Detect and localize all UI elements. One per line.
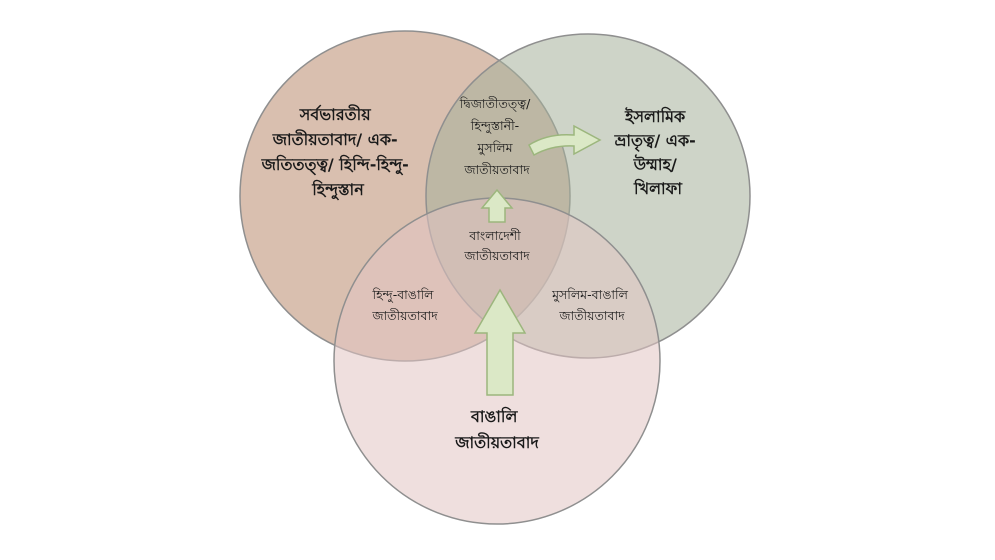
label-overlap-center: বাংলাদেশী জাতীয়তাবাদ: [463, 228, 530, 263]
label-overlap-left-bottom: হিন্দু-বাঙালি জাতীয়তাবাদ: [371, 287, 438, 323]
label-bottom-circle: বাঙালি জাতীয়তাবাদ: [454, 406, 539, 452]
arrow-up-small-icon: [480, 188, 514, 223]
curved-arrow-right-icon: [528, 124, 602, 157]
arrow-up-large-icon: [473, 288, 527, 396]
label-overlap-top: দ্বিজাতীতত্ত্ব/ হিন্দুস্তানী- মুসলিম জাত…: [459, 96, 535, 177]
label-left-circle: সর্বভারতীয় জাতীয়তাবাদ/ এক- জতিতত্ত্ব/ …: [261, 104, 415, 201]
label-right-circle: ইসলামিক ভ্রাতৃত্ব/ এক- উম্মাহ/ খিলাফা: [614, 106, 702, 198]
label-overlap-right-bottom: মুসলিম-বাঙালি জাতীয়তাবাদ: [551, 287, 632, 323]
